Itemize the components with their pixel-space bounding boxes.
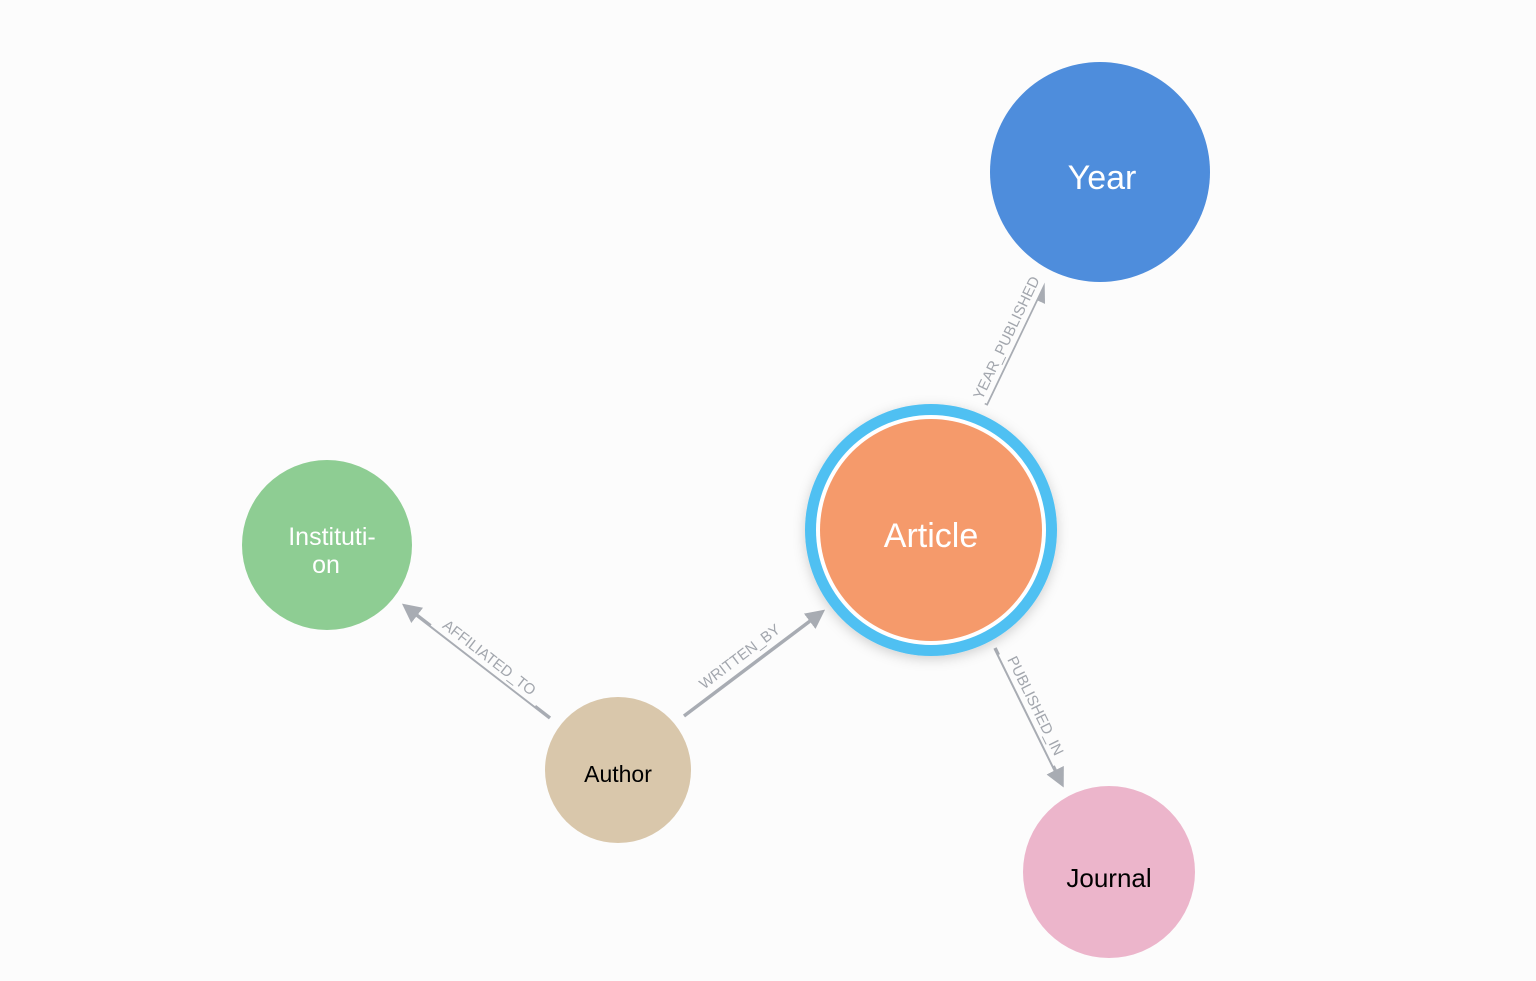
node-circle (545, 697, 691, 843)
edge-affiliated-to[interactable]: AFFILIATED_TO (401, 603, 552, 720)
node-journal[interactable]: Journal (1023, 786, 1195, 958)
node-label-article: Article (884, 517, 978, 555)
node-circle (820, 419, 1042, 641)
edge-label-published-in: PUBLISHED_IN (1003, 654, 1066, 759)
edge-label-affiliated-to: AFFILIATED_TO (439, 617, 539, 699)
node-circle (990, 62, 1210, 282)
node-label-institution-line-2: on (312, 551, 340, 579)
node-author[interactable]: Author (545, 697, 691, 843)
node-article[interactable]: Article (805, 404, 1057, 656)
edge-written-by[interactable]: WRITTEN_BY (682, 609, 826, 718)
edge-line (682, 609, 826, 718)
edge-label-written-by: WRITTEN_BY (696, 621, 783, 693)
node-circle (242, 460, 412, 630)
edge-label-year-published: YEAR_PUBLISHED (970, 274, 1043, 403)
node-institution[interactable]: Instituti- on (242, 460, 412, 630)
edge-line (993, 647, 1064, 788)
node-label-author: Author (584, 761, 652, 787)
node-label-journal: Journal (1066, 863, 1151, 893)
node-label-institution-line-1: Instituti- (288, 523, 376, 551)
node-year[interactable]: Year (990, 62, 1210, 282)
edge-published-in[interactable]: PUBLISHED_IN (993, 645, 1072, 788)
edge-year-published[interactable]: YEAR_PUBLISHED (968, 272, 1046, 406)
edge-line (401, 603, 552, 720)
node-circle (1023, 786, 1195, 958)
node-label-year: Year (1068, 159, 1137, 197)
